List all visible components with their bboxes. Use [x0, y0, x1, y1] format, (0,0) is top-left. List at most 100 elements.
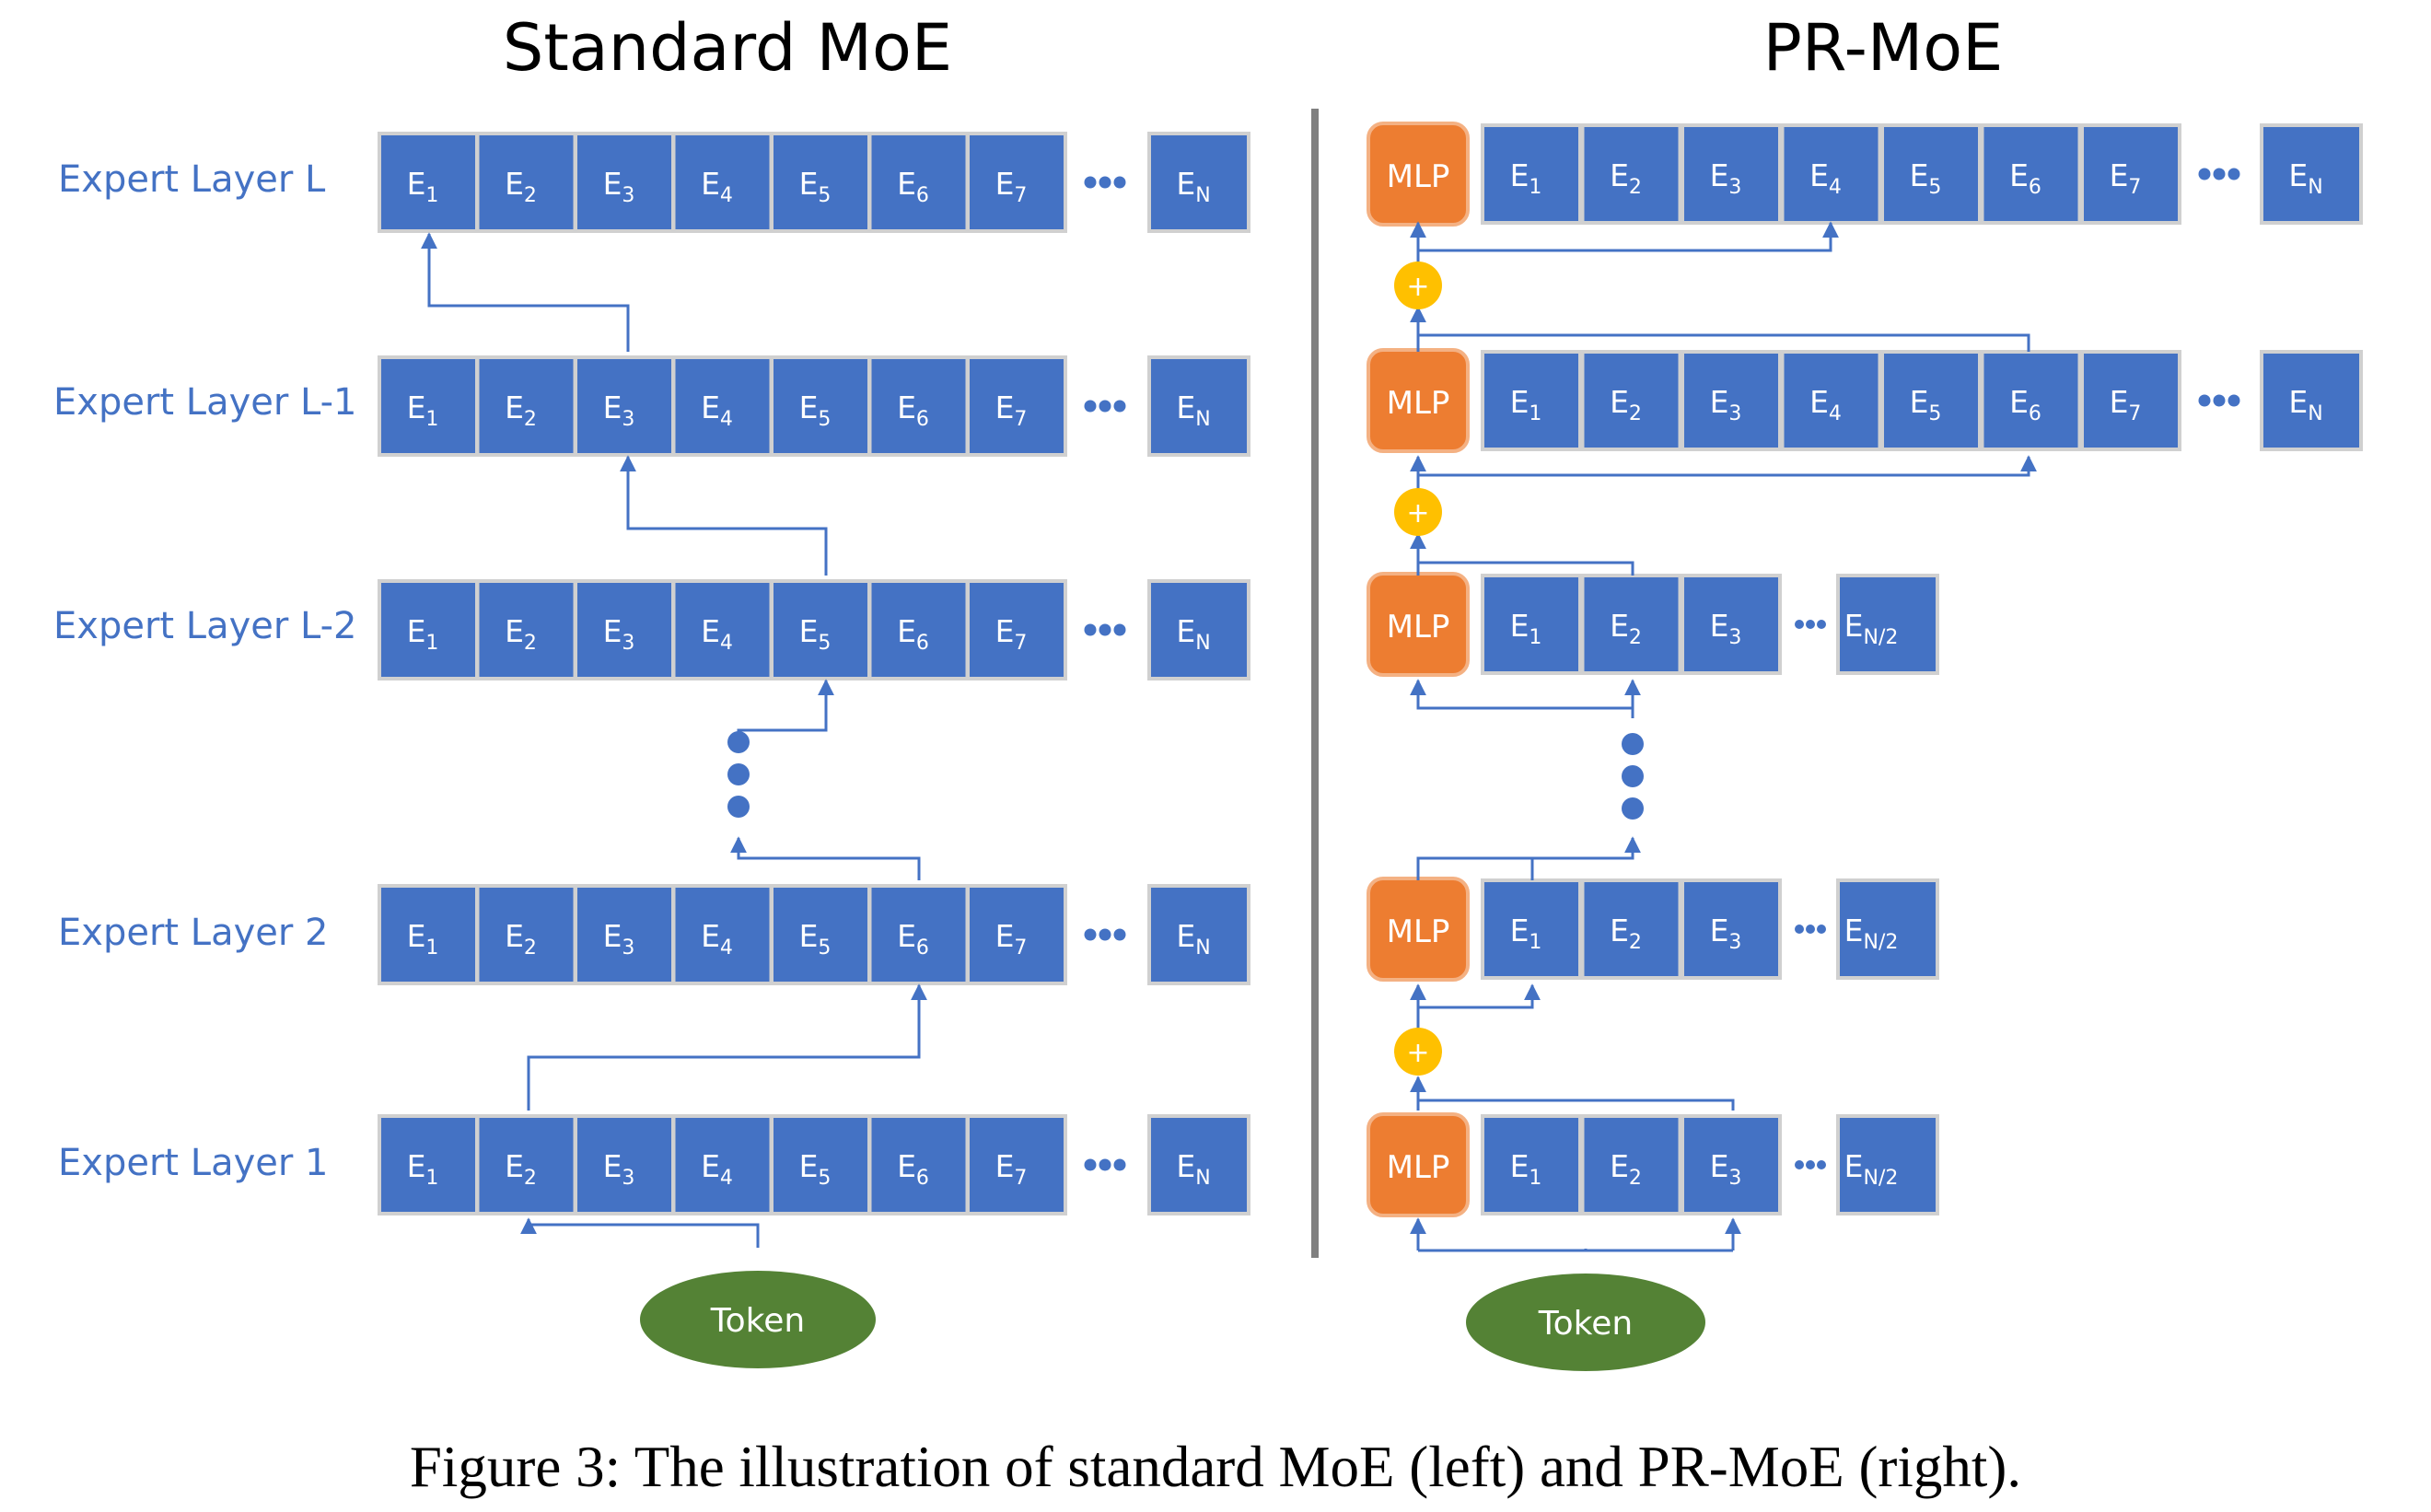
expert-label: EN: [1176, 390, 1210, 431]
expert-box: E3: [1681, 350, 1782, 451]
expert-rect: [574, 132, 675, 233]
expert-box: E2: [1580, 1114, 1682, 1215]
expert-rect: [574, 884, 675, 985]
standard-token: Token: [640, 1271, 876, 1368]
expert-rect: [1836, 878, 1939, 980]
expert-box: E3: [1681, 878, 1782, 980]
route-token-to-l1-e2: [520, 1217, 760, 1248]
expert-rect: [475, 884, 577, 985]
expert-rect: [1980, 350, 2082, 451]
token-label: Token: [1538, 1305, 1633, 1343]
expert-label: E6: [897, 918, 929, 960]
expert-box: E7: [966, 579, 1067, 680]
expert-label: E6: [897, 1148, 929, 1190]
expert-label: E1: [1510, 157, 1542, 199]
expert-label: E2: [1610, 157, 1642, 199]
ellipsis-dot: [1113, 623, 1126, 636]
expert-box: EN: [1147, 579, 1250, 680]
expert-rect: [867, 1114, 970, 1215]
expert-label: E6: [2009, 384, 2041, 425]
expert-label: E2: [505, 390, 537, 431]
expert-rect: [770, 884, 871, 985]
expert-rect: [378, 1114, 479, 1215]
token-label: Token: [710, 1302, 805, 1340]
expert-label: EN: [1176, 166, 1210, 207]
route-plus3-to-l-e4: [1418, 221, 1839, 252]
expert-label: E7: [995, 613, 1028, 655]
expert-label: EN: [2288, 384, 2322, 425]
expert-rect: [574, 355, 675, 457]
route-plus1-to-l2-e1: [1418, 983, 1541, 1009]
expert-box: E5: [1880, 350, 1982, 451]
expert-box: E6: [867, 355, 970, 457]
mlp-label: MLP: [1387, 385, 1450, 422]
vertical-dot: [727, 763, 750, 785]
layer-labels: Expert Layer L Expert Layer L-1 Expert L…: [53, 158, 357, 1184]
expert-rect: [2080, 123, 2181, 225]
expert-label: EN: [1176, 1148, 1210, 1190]
expert-box: E3: [574, 884, 675, 985]
expert-rect: [867, 884, 970, 985]
expert-box: E5: [770, 355, 871, 457]
expert-rect: [1980, 123, 2082, 225]
route-lm2-e5-to-lm1-e3: [620, 455, 828, 576]
expert-box: E3: [1681, 574, 1782, 675]
expert-box: E6: [867, 1114, 970, 1215]
expert-rect: [966, 355, 1067, 457]
expert-label: E5: [799, 166, 832, 207]
expert-box: E5: [770, 132, 871, 233]
expert-label: E6: [897, 613, 929, 655]
ellipsis-dots: [1795, 1160, 1826, 1169]
expert-box: E2: [1580, 574, 1682, 675]
expert-box: E7: [2080, 123, 2181, 225]
expert-box: E3: [1681, 123, 1782, 225]
expert-label: E7: [2110, 384, 2142, 425]
expert-box: E2: [475, 132, 577, 233]
expert-rect: [1481, 1114, 1582, 1215]
expert-box: E2: [475, 579, 577, 680]
expert-box: E5: [770, 884, 871, 985]
expert-rect: [1481, 123, 1582, 225]
expert-label: E5: [1910, 384, 1942, 425]
expert-box: E2: [475, 1114, 577, 1215]
expert-box: E3: [574, 1114, 675, 1215]
expert-label: E3: [1710, 384, 1742, 425]
expert-rect: [770, 355, 871, 457]
expert-box: E1: [1481, 1114, 1582, 1215]
ellipsis-dot: [1113, 1158, 1126, 1171]
expert-rect: [475, 579, 577, 680]
expert-rect: [1481, 574, 1582, 675]
expert-box: E4: [1780, 123, 1882, 225]
expert-label: E7: [995, 390, 1028, 431]
expert-rect: [1681, 123, 1782, 225]
expert-label: E5: [799, 1148, 832, 1190]
ellipsis-dots: [1795, 620, 1826, 629]
ellipsis-dot: [2227, 394, 2240, 407]
expert-box: E7: [2080, 350, 2181, 451]
expert-label: E7: [995, 918, 1028, 960]
expert-rect: [671, 579, 774, 680]
layer-label-2: Expert Layer 2: [58, 912, 328, 954]
expert-box: EN: [1147, 355, 1250, 457]
ellipsis-dot: [2227, 168, 2240, 180]
ellipsis-dot: [1084, 400, 1097, 413]
expert-box: EN: [1147, 884, 1250, 985]
expert-rect: [2080, 350, 2181, 451]
expert-box: E6: [867, 579, 970, 680]
expert-rect: [1836, 1114, 1939, 1215]
expert-label: E1: [1510, 913, 1542, 954]
expert-label: E2: [1610, 1148, 1642, 1190]
ellipsis-dot: [1099, 928, 1111, 941]
expert-box: E2: [1580, 123, 1682, 225]
expert-box: E2: [475, 884, 577, 985]
expert-box: E1: [1481, 350, 1582, 451]
ellipsis-dot: [1795, 620, 1804, 629]
expert-label: EN: [2288, 157, 2322, 199]
expert-label: E2: [505, 613, 537, 655]
ellipsis-dot: [1099, 176, 1111, 189]
ellipsis-dot: [1084, 928, 1097, 941]
mlp-block: MLP: [1367, 1112, 1470, 1217]
